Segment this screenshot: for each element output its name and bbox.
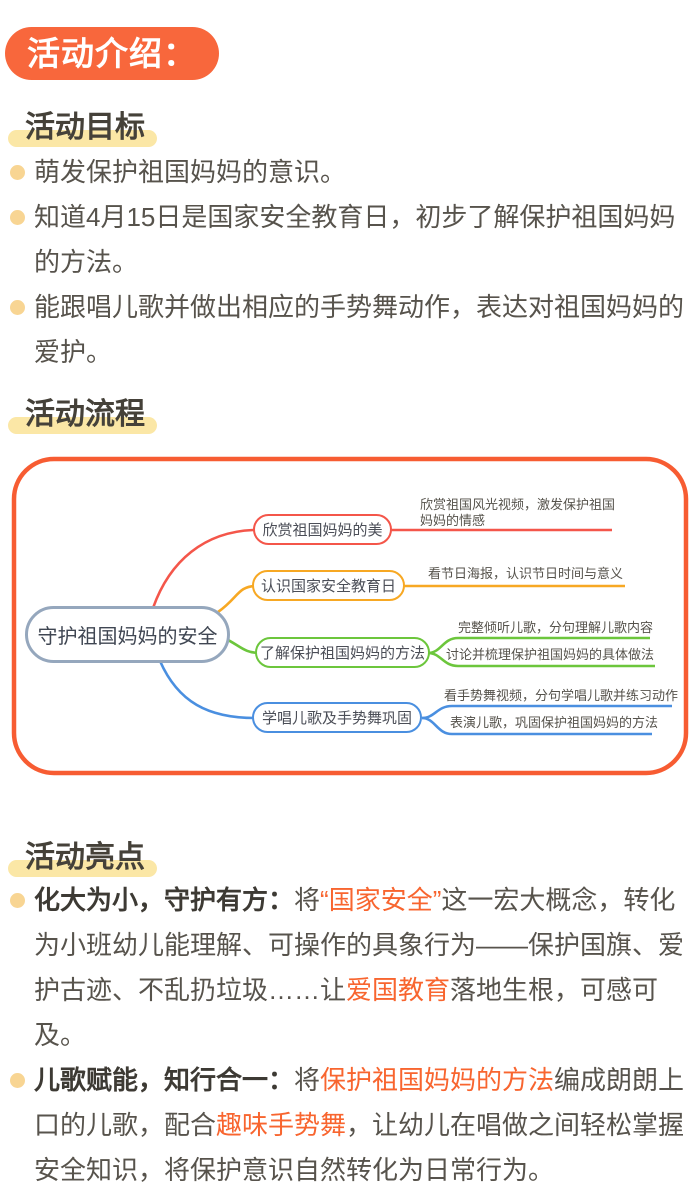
heading-highlight-bar xyxy=(8,130,157,147)
branch-curve-3-leaf-2 xyxy=(427,651,655,668)
bullet-dot-icon xyxy=(10,1073,25,1088)
goal-item: 萌发保护祖国妈妈的意识。 xyxy=(10,150,698,195)
goal-text: 知道4月15日是国家安全教育日，初步了解保护祖国妈妈的方法。 xyxy=(34,202,676,277)
mindmap-canvas xyxy=(11,456,689,776)
mindmap-branch-node-3: 了解保护祖国妈妈的方法 xyxy=(255,637,430,668)
branch-curve-4-leaf-2 xyxy=(421,716,652,736)
section-heading-process: 活动流程 xyxy=(8,389,157,434)
highlights-list: 化大为小，守护有方：将“国家安全”这一宏大概念，转化为小班幼儿能理解、可操作的具… xyxy=(10,878,698,1193)
goal-text: 能跟唱儿歌并做出相应的手势舞动作，表达对祖国妈妈的爱护。 xyxy=(34,292,685,367)
bullet-dot-icon xyxy=(10,300,25,315)
highlight-text: 儿歌赋能，知行合一：将保护祖国妈妈的方法编成朗朗上口的儿歌，配合趣味手势舞，让幼… xyxy=(34,1065,685,1185)
bullet-dot-icon xyxy=(10,210,25,225)
goal-item: 能跟唱儿歌并做出相应的手势舞动作，表达对祖国妈妈的爱护。 xyxy=(10,285,698,375)
mindmap-branch-node-4: 学唱儿歌及手势舞巩固 xyxy=(252,702,422,733)
bullet-dot-icon xyxy=(10,165,25,180)
section-heading-goals: 活动目标 xyxy=(8,102,157,147)
mindmap-leaf-text-1-1: 欣赏祖国风光视频，激发保护祖国妈妈的情感 xyxy=(420,497,616,528)
goal-item: 知道4月15日是国家安全教育日，初步了解保护祖国妈妈的方法。 xyxy=(10,195,698,285)
mindmap-leaf-text-3-2: 讨论并梳理保护祖国妈妈的具体做法 xyxy=(446,647,655,662)
highlight-item: 儿歌赋能，知行合一：将保护祖国妈妈的方法编成朗朗上口的儿歌，配合趣味手势舞，让幼… xyxy=(10,1058,698,1193)
section-heading-highlights: 活动亮点 xyxy=(8,832,157,877)
mindmap-leaf-text-4-2: 表演儿歌，巩固保护祖国妈妈的方法 xyxy=(450,715,659,730)
branch-curve-1 xyxy=(151,528,612,609)
mindmap-leaf-text-2-1: 看节日海报，认识节日时间与意义 xyxy=(428,566,624,581)
heading-highlight-bar xyxy=(8,417,157,434)
highlight-item: 化大为小，守护有方：将“国家安全”这一宏大概念，转化为小班幼儿能理解、可操作的具… xyxy=(10,878,698,1058)
heading-text: 活动流程 xyxy=(25,398,145,431)
goals-list: 萌发保护祖国妈妈的意识。 知道4月15日是国家安全教育日，初步了解保护祖国妈妈的… xyxy=(10,150,698,375)
heading-text: 活动亮点 xyxy=(25,841,145,874)
heading-text: 活动目标 xyxy=(25,111,145,144)
bullet-dot-icon xyxy=(10,893,25,908)
mindmap-branch-node-2: 认识国家安全教育日 xyxy=(252,570,405,601)
mindmap-leaf-text-3-1: 完整倾听儿歌，分句理解儿歌内容 xyxy=(458,620,654,635)
branch-curve-4 xyxy=(158,660,256,720)
goal-text: 萌发保护祖国妈妈的意识。 xyxy=(34,157,347,187)
mindmap-root-node: 守护祖国妈妈的安全 xyxy=(25,606,230,663)
heading-highlight-bar xyxy=(8,860,157,877)
mindmap-leaf-text-4-1: 看手势舞视频，分句学唱儿歌并练习动作 xyxy=(444,688,679,703)
mindmap-branch-node-1: 欣赏祖国妈妈的美 xyxy=(253,514,392,545)
highlight-text: 化大为小，守护有方：将“国家安全”这一宏大概念，转化为小班幼儿能理解、可操作的具… xyxy=(34,885,685,1050)
intro-badge: 活动介绍： xyxy=(5,27,219,80)
